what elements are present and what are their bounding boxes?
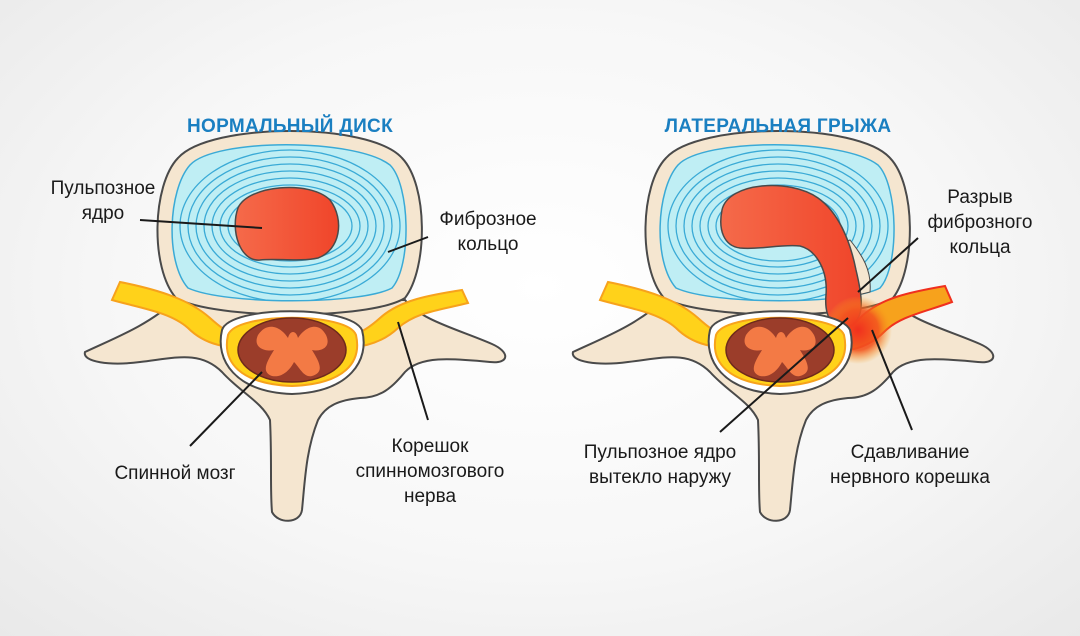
leader-lines-left [139,219,429,447]
leader-rupture [857,237,919,293]
label-nerve-root-line-3: нерва [403,486,457,507]
label-nerve-root: Корешок спинномозгового нерва [340,434,520,509]
hernia-title: ЛАТЕРАЛЬНАЯ ГРЫЖА [664,116,892,137]
label-leaked-line-2: вытекло наружу [588,467,732,488]
label-nucleus-line-2: ядро [81,203,125,224]
label-rupture: Разрыв фиброзного кольца [910,185,1050,260]
label-rupture-line-3: кольца [949,237,1011,258]
label-annulus-line-1: Фиброзное [439,209,537,230]
label-rupture-line-1: Разрыв [947,187,1013,208]
label-spinal-cord: Спинной мозг [90,461,260,486]
leader-nerve-root [397,321,429,421]
leader-annulus [387,236,429,253]
normal-disc-illustration [83,130,507,522]
normal-disc-title: НОРМАЛЬНЫЙ ДИСК [187,116,393,137]
leader-leaked [719,317,849,433]
label-nerve-root-line-2: спинномозгового [355,461,505,482]
label-compression-line-2: нервного корешка [830,467,990,488]
label-nucleus: Пульпозное ядро [28,176,178,226]
label-compression-line-1: Сдавливание [850,442,970,463]
leader-lines-right [719,237,919,433]
label-leaked-line-1: Пульпозное ядро [583,442,737,463]
leader-nucleus [139,219,263,229]
leader-spinal-cord [189,371,263,447]
vertebra-bone [571,299,995,522]
label-annulus-line-2: кольцо [457,234,519,255]
label-leaked: Пульпозное ядро вытекло наружу [560,440,760,490]
label-nucleus-line-1: Пульпозное [50,178,156,199]
label-annulus: Фиброзное кольцо [418,207,558,257]
leader-compression [871,329,913,431]
label-nerve-root-line-1: Корешок [391,436,469,457]
label-compression: Сдавливание нервного корешка [800,440,1020,490]
hernia-disc-illustration [571,130,995,522]
vertebra-bone [83,299,507,522]
label-spinal-cord-line-1: Спинной мозг [114,463,236,484]
label-rupture-line-2: фиброзного [927,212,1033,233]
spinal-cord-grey-matter [256,326,328,377]
nucleus-pulposus [234,186,340,261]
